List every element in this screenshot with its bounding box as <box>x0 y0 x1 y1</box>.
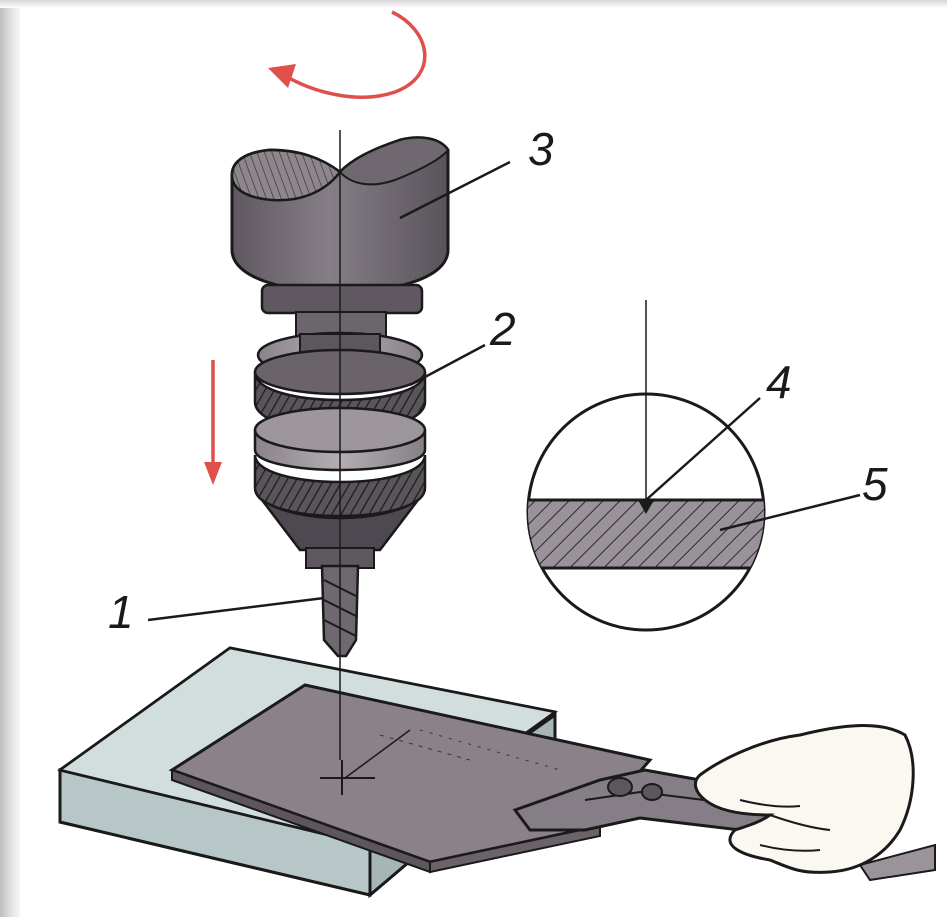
center-punch-mark <box>638 500 654 514</box>
frame-top-edge <box>0 0 947 8</box>
feed-arrow-icon <box>204 360 222 485</box>
label-workpiece-section: 5 <box>862 458 888 510</box>
label-spindle: 3 <box>528 123 554 175</box>
label-chuck: 2 <box>489 303 516 355</box>
spindle-neck <box>260 283 424 315</box>
rotation-arrow-icon <box>268 10 427 99</box>
hand-illustration <box>693 724 915 874</box>
label-drill-bit: 1 <box>108 586 134 638</box>
leader-lines <box>147 160 861 622</box>
label-center-mark: 4 <box>766 356 792 408</box>
detail-circle <box>526 300 766 632</box>
frame-left-edge <box>0 0 20 917</box>
